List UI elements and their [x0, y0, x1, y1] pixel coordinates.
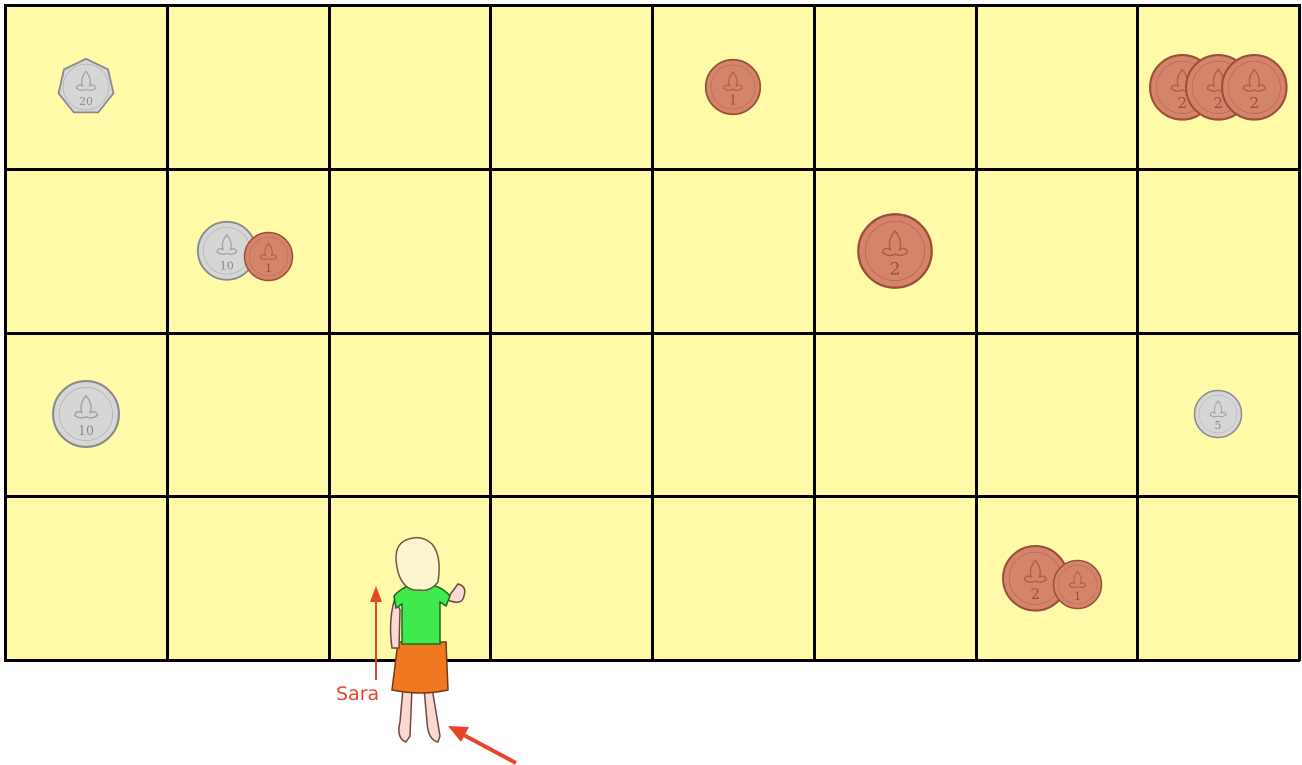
- coin-2p[interactable]: 2: [1220, 53, 1289, 122]
- board-cell[interactable]: [490, 496, 652, 660]
- board-cell[interactable]: [167, 333, 329, 497]
- board-cell[interactable]: [5, 496, 167, 660]
- board-cell[interactable]: [652, 169, 814, 333]
- grid-line-horizontal: [4, 495, 1300, 498]
- board-cell[interactable]: [814, 496, 976, 660]
- svg-text:10: 10: [220, 259, 234, 272]
- svg-text:2: 2: [1249, 93, 1259, 111]
- sara-leg-right: [424, 688, 440, 742]
- board-cell[interactable]: [329, 496, 491, 660]
- coin-10p[interactable]: 10: [51, 379, 121, 449]
- board-cell[interactable]: [490, 5, 652, 169]
- board-cell[interactable]: [976, 169, 1138, 333]
- board-cell[interactable]: [814, 333, 976, 497]
- coin-5p[interactable]: 5: [1193, 389, 1243, 439]
- svg-text:10: 10: [78, 423, 94, 438]
- svg-text:1: 1: [729, 93, 737, 108]
- svg-text:20: 20: [79, 95, 93, 108]
- board-cell[interactable]: [652, 333, 814, 497]
- board-cell[interactable]: [329, 5, 491, 169]
- board-cell[interactable]: [976, 5, 1138, 169]
- board-cell[interactable]: [490, 333, 652, 497]
- board-cell[interactable]: [1137, 496, 1299, 660]
- board-cell[interactable]: [976, 333, 1138, 497]
- svg-text:2: 2: [889, 259, 900, 279]
- sara-leg-left: [399, 688, 412, 742]
- grid-line-horizontal: [4, 168, 1300, 171]
- grid-line-horizontal: [4, 332, 1300, 335]
- coin-20p[interactable]: 20: [56, 57, 116, 117]
- svg-text:5: 5: [1215, 419, 1222, 432]
- character-name-label: Sara: [336, 683, 379, 705]
- coin-1p[interactable]: 1: [243, 231, 294, 282]
- board-cell[interactable]: [167, 5, 329, 169]
- grid-line-horizontal: [4, 4, 1300, 7]
- grid-line-horizontal: [4, 659, 1300, 662]
- board-cell[interactable]: [814, 5, 976, 169]
- coin-1p[interactable]: 1: [704, 58, 762, 116]
- pointer-arrow: [448, 726, 516, 763]
- board-cell[interactable]: [329, 169, 491, 333]
- board-cell[interactable]: [329, 333, 491, 497]
- svg-text:1: 1: [265, 262, 272, 275]
- board-cell[interactable]: [1137, 169, 1299, 333]
- board-cell[interactable]: [5, 169, 167, 333]
- svg-text:2: 2: [1031, 585, 1041, 603]
- coin-1p[interactable]: 1: [1052, 559, 1103, 610]
- svg-text:1: 1: [1074, 589, 1081, 602]
- board-cell[interactable]: [652, 496, 814, 660]
- coin-2p[interactable]: 2: [856, 212, 934, 290]
- board-cell[interactable]: [490, 169, 652, 333]
- board-cell[interactable]: [167, 496, 329, 660]
